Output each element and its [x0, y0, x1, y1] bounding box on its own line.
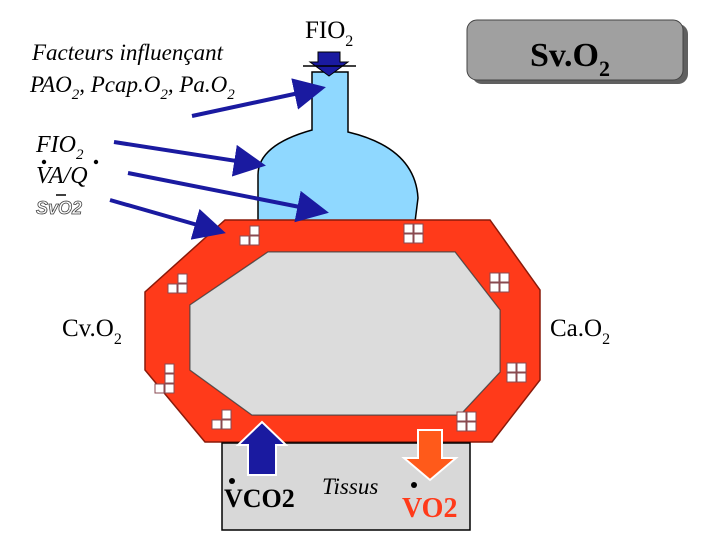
lung-shape [257, 71, 419, 223]
cell-glyphs [154, 223, 527, 432]
vo2-arrow [401, 429, 459, 482]
va-q-label: VA/Q [36, 163, 88, 189]
cell-glyph [211, 409, 232, 430]
cell-glyph [154, 363, 175, 394]
fio2-top-label: FIO2 [305, 17, 353, 50]
vco2-dot [229, 478, 235, 484]
vo2-dot [411, 482, 417, 488]
fio2-arrow [113, 140, 266, 177]
vco2-label: VCO2 [224, 484, 295, 513]
cell-glyph [489, 272, 510, 293]
facteurs-arrow [191, 78, 326, 118]
svo2-box [466, 19, 684, 81]
svo2-box-label: Sv.O2 [530, 37, 610, 81]
tissus-label: Tissus [322, 474, 378, 499]
vco2-arrow [235, 420, 289, 476]
svo2-arrow [109, 198, 226, 240]
svo2-left-label: SvO2 [36, 198, 82, 218]
cell-glyph [403, 223, 424, 244]
facteurs-title: Facteurs influençant [31, 40, 224, 65]
inner-region [189, 251, 501, 416]
cao2-label: Ca.O2 [550, 315, 610, 348]
vo2-label: VO2 [402, 493, 457, 524]
cell-glyph [506, 362, 527, 383]
vaq-arrow [127, 171, 329, 223]
q-dot [93, 159, 99, 165]
fio2-left-label: FIO2 [35, 132, 84, 163]
cell-glyph [456, 411, 477, 432]
cell-glyph [167, 273, 188, 294]
cell-glyph [239, 225, 260, 246]
va-dot [41, 159, 47, 165]
facteurs-params: PAO2, Pcap.O2, Pa.O2 [29, 72, 235, 103]
fio2-inlet-arrow [308, 51, 350, 77]
cvo2-label: Cv.O2 [62, 315, 122, 348]
